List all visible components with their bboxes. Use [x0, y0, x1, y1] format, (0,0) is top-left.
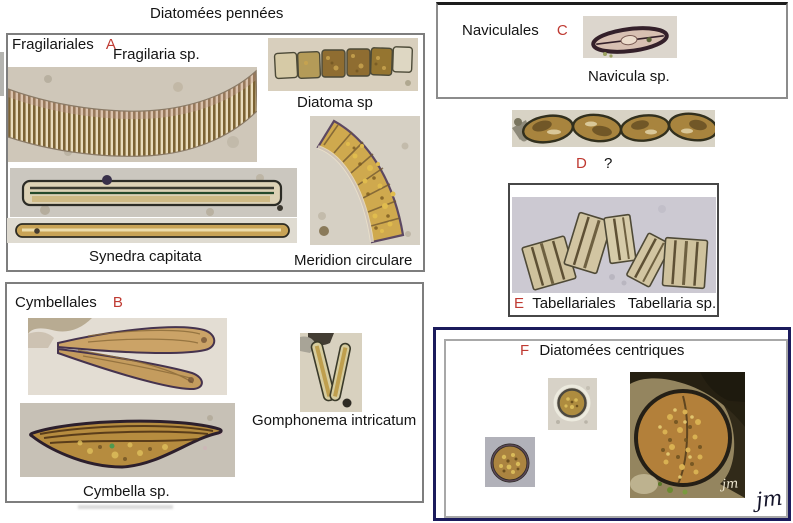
- unknown-question-mark: ?: [604, 155, 613, 172]
- section-letter-c: C: [556, 22, 568, 39]
- tabellaria-species-label: Tabellaria sp.: [627, 295, 717, 312]
- centric-title-text: Diatomées centriques: [539, 342, 685, 359]
- section-letter-e: E: [514, 295, 525, 312]
- centric-diatom-photo-medium: [485, 437, 535, 487]
- centric-diatom-photo-small: [548, 378, 597, 430]
- cymbella-photo: [20, 403, 235, 477]
- naviculales-order-text: Naviculales: [462, 22, 539, 39]
- scan-edge-artifact: [0, 52, 4, 96]
- meridion-species-label: Meridion circulare: [294, 252, 413, 269]
- section-letter-a: A: [105, 36, 116, 53]
- page-title: Diatomées pennées: [150, 5, 284, 22]
- gomphonema-pair-photo: [28, 318, 227, 395]
- cymbella-species-label: Cymbella sp.: [83, 483, 170, 500]
- synedra-photo-1: [10, 168, 297, 217]
- navicula-photo: [583, 16, 677, 58]
- cropped-text-artifact: [78, 505, 173, 509]
- tabellariales-order-text: Tabellariales: [532, 295, 616, 312]
- fragilaria-species-label: Fragilaria sp.: [113, 46, 200, 63]
- fragilaria-photo: [8, 67, 257, 162]
- diatoma-photo: [268, 38, 418, 91]
- cymbellales-order-text: Cymbellales: [15, 294, 97, 311]
- section-letter-f: F: [520, 342, 530, 359]
- author-signature-jm: jm: [754, 485, 784, 513]
- fragilariales-order-text: Fragilariales: [12, 36, 94, 53]
- photo-watermark-jm: jm: [721, 476, 739, 493]
- tabellariales-label: E Tabellariales Tabellaria sp.: [514, 295, 717, 313]
- centric-section-label: F Diatomées centriques: [520, 342, 685, 360]
- tabellaria-photo: [512, 197, 716, 293]
- fragilariales-order-label: Fragilariales A: [12, 36, 116, 54]
- diatoma-species-label: Diatoma sp: [297, 94, 373, 111]
- synedra-species-label: Synedra capitata: [89, 248, 202, 265]
- section-letter-b: B: [112, 294, 123, 311]
- gomphonema-vpair-photo: [300, 333, 362, 412]
- unknown-chain-label: D ?: [576, 155, 613, 173]
- meridion-photo: [310, 116, 420, 245]
- synedra-photo-2: [7, 218, 297, 243]
- navicula-species-label: Navicula sp.: [588, 68, 670, 85]
- centric-diatom-photo-large: [630, 372, 745, 498]
- naviculales-order-label: Naviculales C: [462, 22, 568, 40]
- section-letter-d: D: [576, 155, 587, 172]
- cymbellales-order-label: Cymbellales B: [15, 294, 123, 312]
- gomphonema-species-label: Gomphonema intricatum: [252, 412, 417, 429]
- unknown-chain-photo: [512, 110, 715, 147]
